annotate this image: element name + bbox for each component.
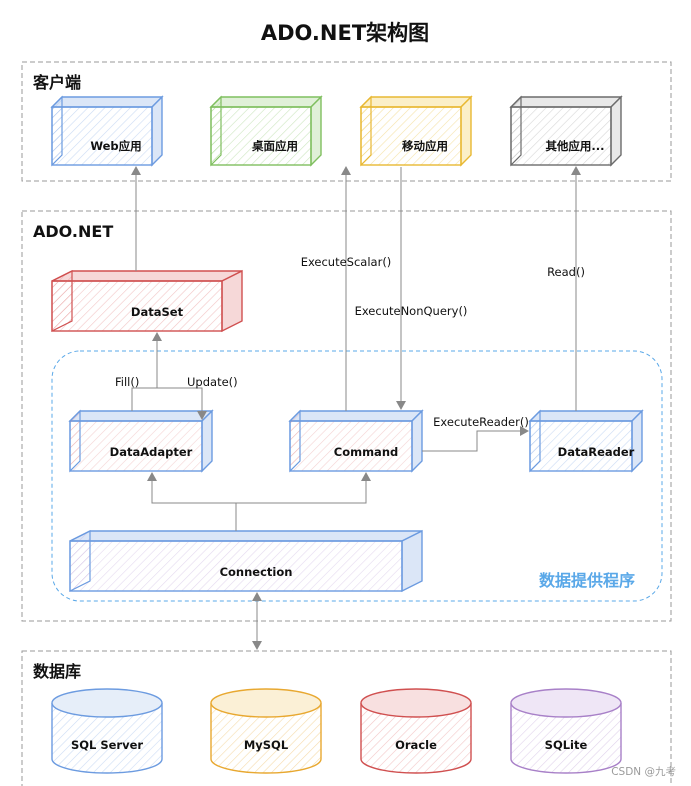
command-box: Command xyxy=(288,409,424,473)
client-label-desktop: 桌面应用 xyxy=(251,139,298,153)
client-label-other: 其他应用... xyxy=(545,139,604,153)
client-box-desktop: 桌面应用 xyxy=(209,95,323,167)
dataadapter-label: DataAdapter xyxy=(110,445,193,459)
db-label-sqlite: SQLite xyxy=(545,738,588,752)
command-label: Command xyxy=(334,445,399,459)
watermark: CSDN @九考 xyxy=(611,766,676,778)
adonet-section-title: ADO.NET xyxy=(33,222,113,241)
edge-label-update: Update() xyxy=(187,375,238,389)
dataadapter-box: DataAdapter xyxy=(68,409,214,473)
client-label-mobile: 移动应用 xyxy=(402,139,448,153)
database-section-frame xyxy=(21,650,672,786)
client-box-other: 其他应用... xyxy=(509,95,623,167)
edge-fill xyxy=(131,332,162,411)
db-cylinder-sqlite: SQLite xyxy=(510,688,622,774)
datareader-label: DataReader xyxy=(558,445,635,459)
connection-box: Connection xyxy=(69,529,423,593)
edge-connection-to-command xyxy=(236,472,371,504)
client-box-web: Web应用 xyxy=(50,95,164,167)
db-label-sqlserver: SQL Server xyxy=(71,738,143,752)
edge-label-execute-nonquery: ExecuteNonQuery() xyxy=(355,304,468,318)
client-box-mobile: 移动应用 xyxy=(359,95,473,167)
edge-label-read: Read() xyxy=(547,265,585,279)
provider-frame xyxy=(51,350,663,602)
db-label-mysql: MySQL xyxy=(244,738,289,752)
edge-connection-to-adapter xyxy=(147,472,237,531)
edge-label-execute-scalar: ExecuteScalar() xyxy=(301,255,392,269)
db-label-oracle: Oracle xyxy=(395,738,437,752)
database-section-title: 数据库 xyxy=(33,662,81,681)
db-cylinder-mysql: MySQL xyxy=(210,688,322,774)
client-label-web: Web应用 xyxy=(90,139,141,153)
dataset-label: DataSet xyxy=(131,305,184,319)
datareader-box: DataReader xyxy=(528,409,644,473)
db-cylinder-sqlserver: SQL Server xyxy=(51,688,163,774)
edge-update xyxy=(157,387,207,420)
page-title: ADO.NET架构图 xyxy=(261,21,429,45)
connection-label: Connection xyxy=(220,565,293,579)
provider-label: 数据提供程序 xyxy=(539,571,635,590)
client-section-title: 客户端 xyxy=(33,73,81,92)
edge-execute-reader xyxy=(422,426,529,452)
edge-label-execute-reader: ExecuteReader() xyxy=(433,415,529,429)
edge-label-fill: Fill() xyxy=(115,375,139,389)
db-cylinder-oracle: Oracle xyxy=(360,688,472,774)
dataset-box: DataSet xyxy=(51,269,243,333)
